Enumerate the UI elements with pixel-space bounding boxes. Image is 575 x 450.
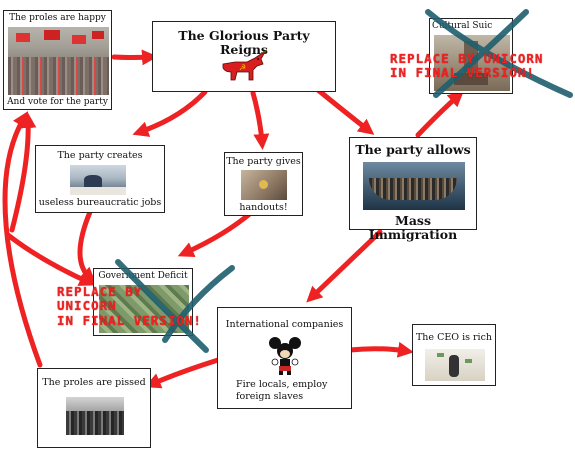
node-international-companies: International companies Fire locals, emp… xyxy=(217,307,352,409)
arrow-intl-to-ceo xyxy=(350,349,406,351)
mickey-mouse-icon xyxy=(268,336,302,376)
annotation-replace-left-line2: UNICORN xyxy=(57,299,202,313)
node-ceo-rich: The CEO is rich xyxy=(412,324,496,386)
arrow-jobs-to-deficit xyxy=(80,212,90,278)
node-ceo-rich-title: The CEO is rich xyxy=(413,333,495,343)
annotation-replace-top-line2: IN FINAL VERSION! xyxy=(390,66,543,80)
arrow-happy-to-reigns xyxy=(114,57,150,58)
node-international-companies-bottom-1: Fire locals, employ xyxy=(236,380,351,390)
node-proles-happy-top: The proles are happy xyxy=(4,14,111,24)
node-proles-happy-bottom: And vote for the party xyxy=(4,98,111,108)
node-handouts-top: The party gives xyxy=(225,157,302,167)
annotation-replace-top: REPLACE BY UNICORN IN FINAL VERSION! xyxy=(390,52,543,81)
arrow-handouts-to-deficit xyxy=(185,212,252,253)
arrow-reigns-to-handouts xyxy=(253,93,262,142)
arrow-immigration-to-cultural xyxy=(418,96,458,135)
crowd-with-red-flags-image xyxy=(8,27,109,95)
node-handouts-bottom: handouts! xyxy=(225,203,302,213)
node-mass-immigration-top: The party allows xyxy=(350,143,476,157)
annotation-replace-left-line3: IN FINAL VERSION! xyxy=(57,314,202,328)
node-mass-immigration-bottom: Mass Immigration xyxy=(350,214,476,242)
man-throwing-money-image xyxy=(425,349,485,381)
annotation-replace-left-line1: REPLACE BY xyxy=(57,285,202,299)
node-international-companies-top: International companies xyxy=(218,320,351,330)
node-bureaucratic-jobs-bottom: useless bureaucratic jobs xyxy=(36,198,164,208)
migrant-boat-image xyxy=(363,162,465,210)
node-proles-pissed-title: The proles are pissed xyxy=(38,378,150,388)
node-bureaucratic-jobs-top: The party creates xyxy=(36,151,164,161)
node-mass-immigration: The party allows Mass Immigration xyxy=(349,137,477,230)
node-government-deficit-title: Government Deficit xyxy=(94,272,192,282)
red-unicorn-icon: ☭ xyxy=(219,50,267,84)
node-handouts: The party gives handouts! xyxy=(224,152,303,216)
protesting-crowd-image xyxy=(66,397,124,435)
hands-giving-coins-image xyxy=(241,170,287,200)
arrow-immigration-to-intl xyxy=(312,232,380,297)
arrow-loop-to-deficit xyxy=(8,235,88,282)
annotation-replace-top-line1: REPLACE BY UNICORN xyxy=(390,52,543,66)
arrow-reigns-to-immigration xyxy=(318,90,368,130)
node-international-companies-bottom-2: foreign slaves xyxy=(236,392,351,402)
arrow-reigns-to-jobs xyxy=(140,92,205,132)
arrow-intl-to-pissed xyxy=(152,360,218,384)
annotation-replace-left: REPLACE BY UNICORN IN FINAL VERSION! xyxy=(57,285,202,328)
node-proles-happy: The proles are happy And vote for the pa… xyxy=(3,10,112,110)
node-proles-pissed: The proles are pissed xyxy=(37,368,151,448)
node-cultural-suicide-title: Cultural Suic xyxy=(432,22,512,32)
node-party-reigns: The Glorious Party Reigns ☭ xyxy=(152,21,336,92)
svg-text:☭: ☭ xyxy=(239,63,246,72)
node-bureaucratic-jobs: The party creates useless bureaucratic j… xyxy=(35,145,165,213)
sleeping-office-worker-image xyxy=(70,165,126,195)
